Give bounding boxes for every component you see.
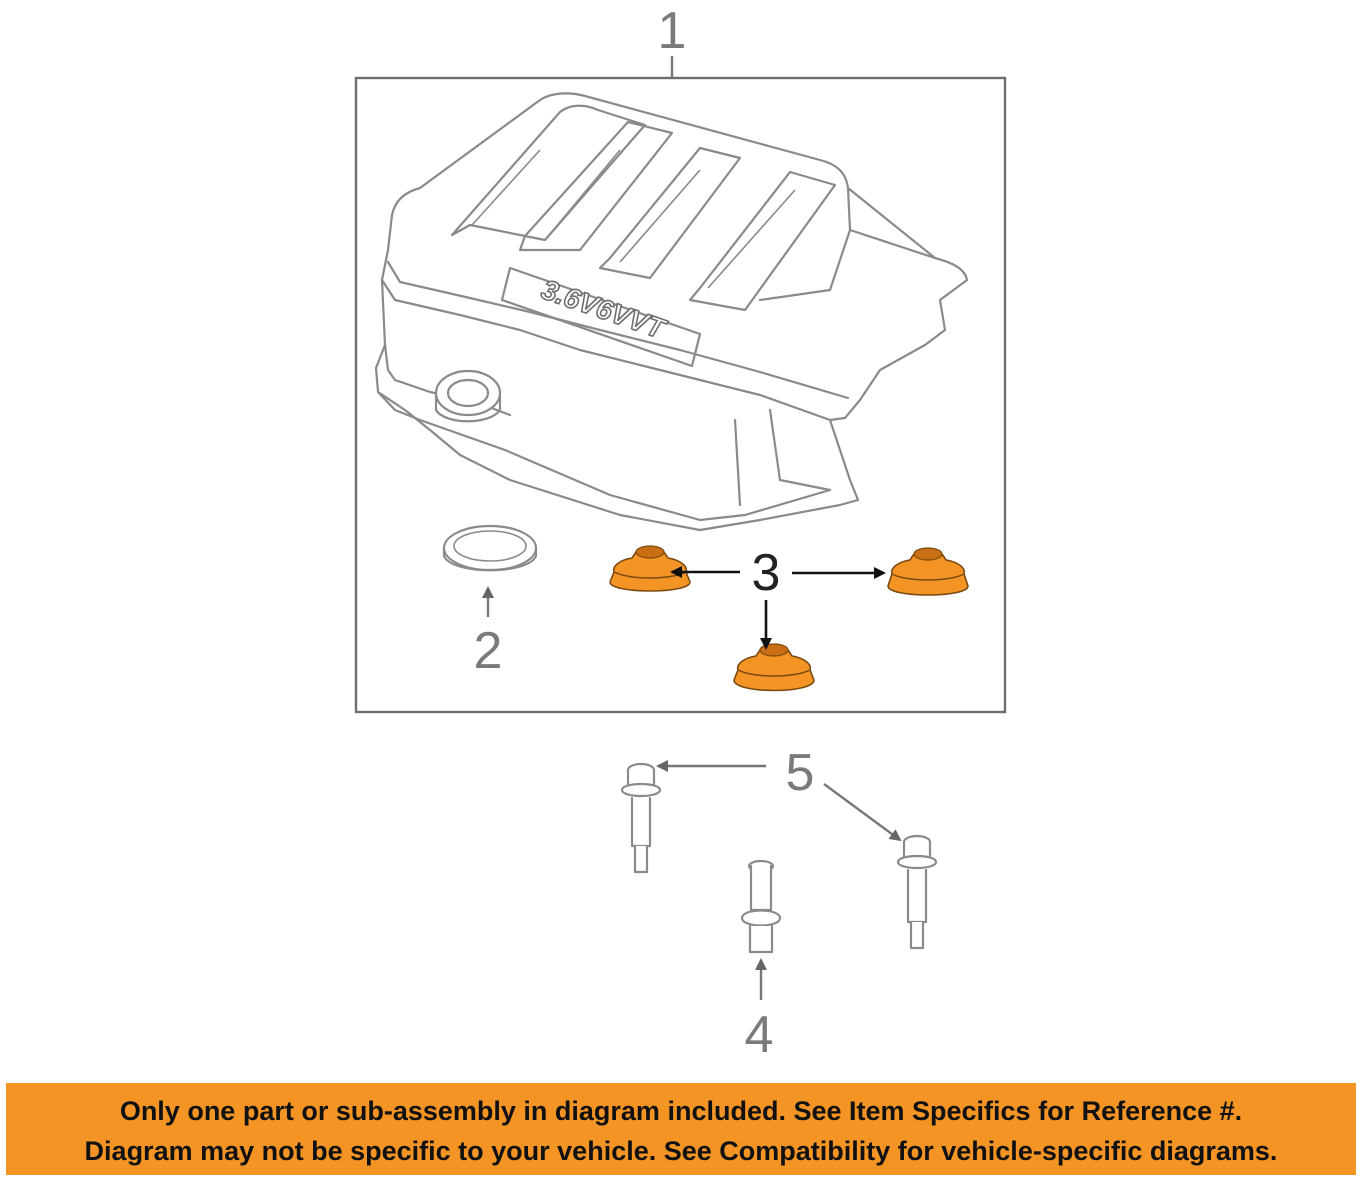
grommet-bottom: [733, 643, 815, 692]
engine-cover: 3.6V6VVT: [374, 92, 969, 532]
disclaimer-line-1: Only one part or sub-assembly in diagram…: [119, 1096, 1243, 1126]
assembly-frame: [354, 76, 1007, 714]
seal-ring: [442, 524, 538, 572]
grommet-left: [609, 545, 691, 592]
callout-3: 3: [752, 544, 781, 602]
disclaimer-banner: Only one part or sub-assembly in diagram…: [6, 1083, 1356, 1175]
callout-5: 5: [786, 744, 815, 802]
callout-4: 4: [745, 1006, 774, 1064]
stud-left: [620, 762, 662, 874]
disclaimer-line-2: Diagram may not be specific to your vehi…: [84, 1136, 1278, 1166]
grommet-right: [887, 547, 969, 596]
parts-diagram: 1 3.6V6VVT: [354, 2, 1007, 1064]
stud-right: [896, 834, 938, 950]
callout-1: 1: [658, 2, 687, 60]
bolt: [740, 859, 782, 954]
callout-2: 2: [474, 622, 503, 680]
